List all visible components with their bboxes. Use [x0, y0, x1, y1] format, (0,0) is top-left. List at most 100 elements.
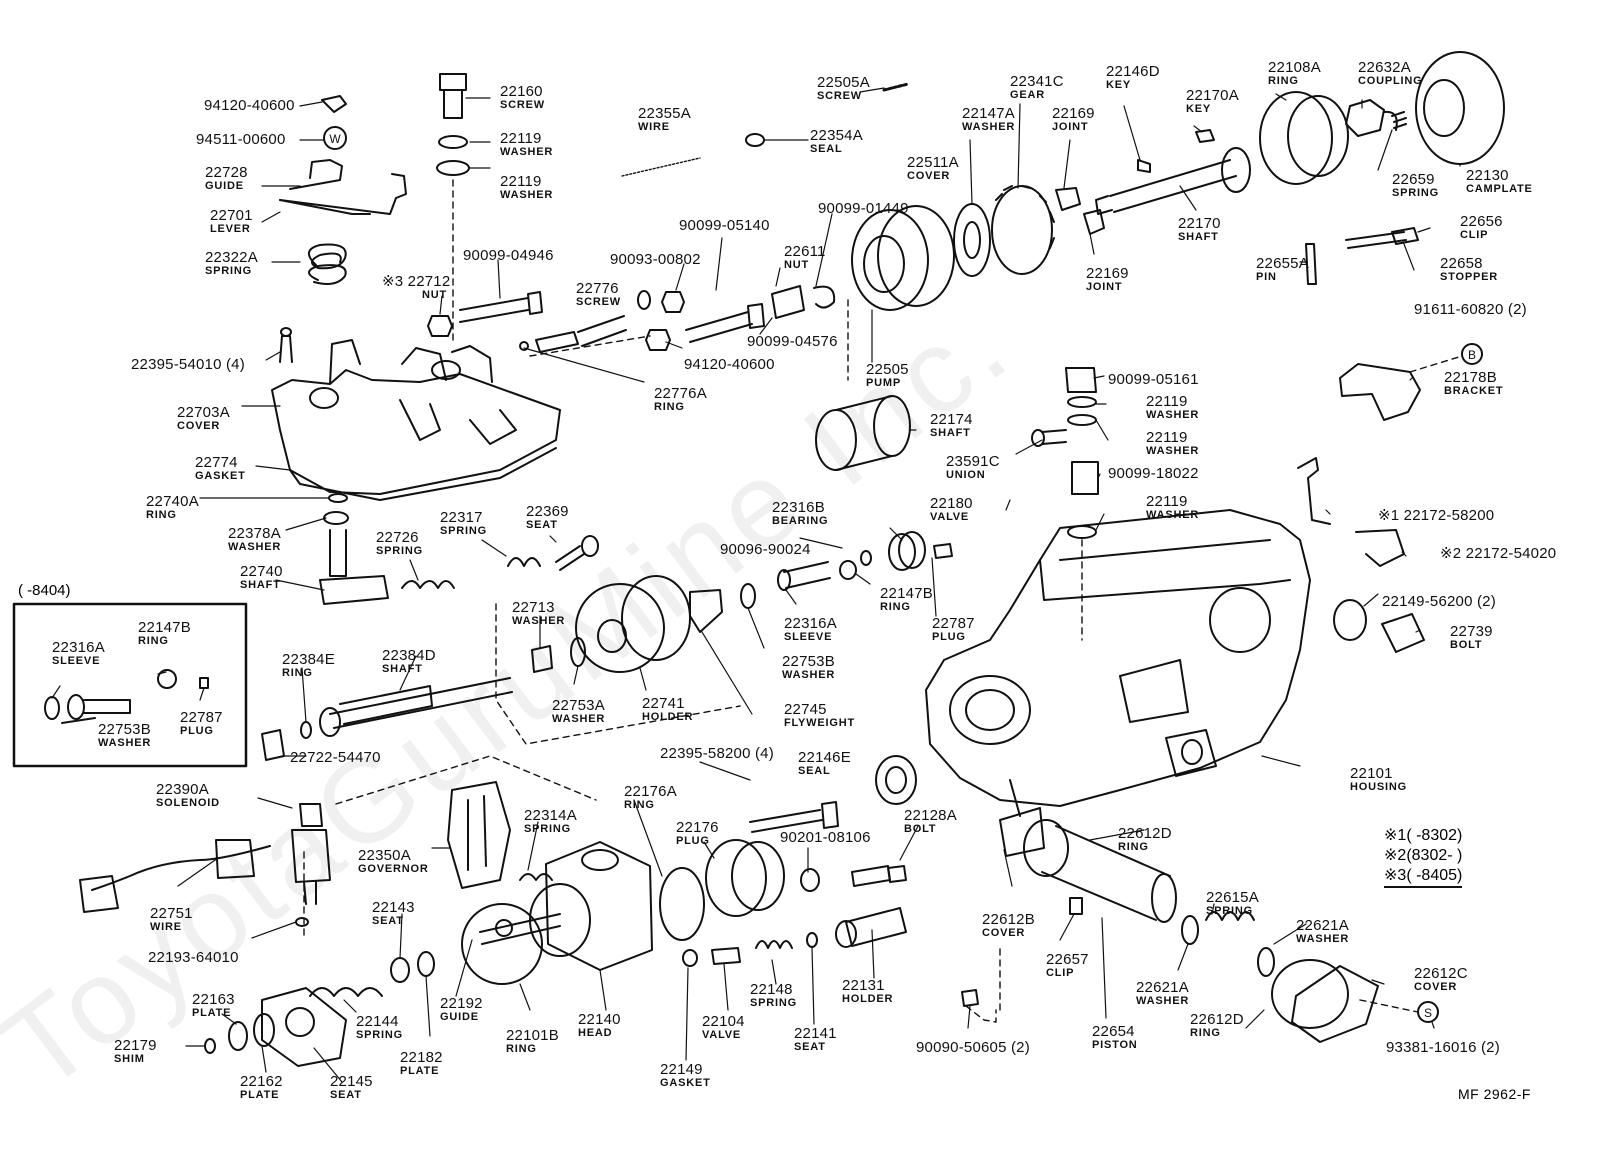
circled-b-mark: B: [1468, 348, 1476, 362]
part-label: 90099-04576: [747, 333, 838, 350]
part-label: 22395-54010 (4): [131, 356, 245, 373]
part-label: 90099-18022: [1108, 465, 1199, 482]
part-label: 93381-16016 (2): [1386, 1039, 1500, 1056]
part-label: 22395-58200 (4): [660, 745, 774, 762]
part-label: 90090-50605 (2): [916, 1039, 1030, 1056]
part-label: ※1 22172-58200: [1378, 507, 1495, 524]
part-label: 90096-90024: [720, 541, 811, 558]
part-label: 94120-40600: [204, 97, 295, 114]
legend: ※1( -8302) ※2(8302- ) ※3( -8405): [1384, 826, 1463, 888]
part-label: 90099-04946: [463, 247, 554, 264]
legend-item: ※3( -8405): [1384, 866, 1463, 888]
inset-range-label: ( -8404): [18, 582, 71, 599]
part-label: 90099-05161: [1108, 371, 1199, 388]
legend-item: ※2(8302- ): [1384, 847, 1463, 864]
figure-code: MF 2962-F: [1458, 1086, 1531, 1102]
part-label: ※2 22172-54020: [1440, 545, 1557, 562]
legend-item: ※1( -8302): [1384, 827, 1463, 844]
part-label: 94511-00600: [196, 131, 286, 148]
part-label: 90099-05140: [679, 217, 770, 234]
circled-s-mark: S: [1424, 1006, 1432, 1020]
